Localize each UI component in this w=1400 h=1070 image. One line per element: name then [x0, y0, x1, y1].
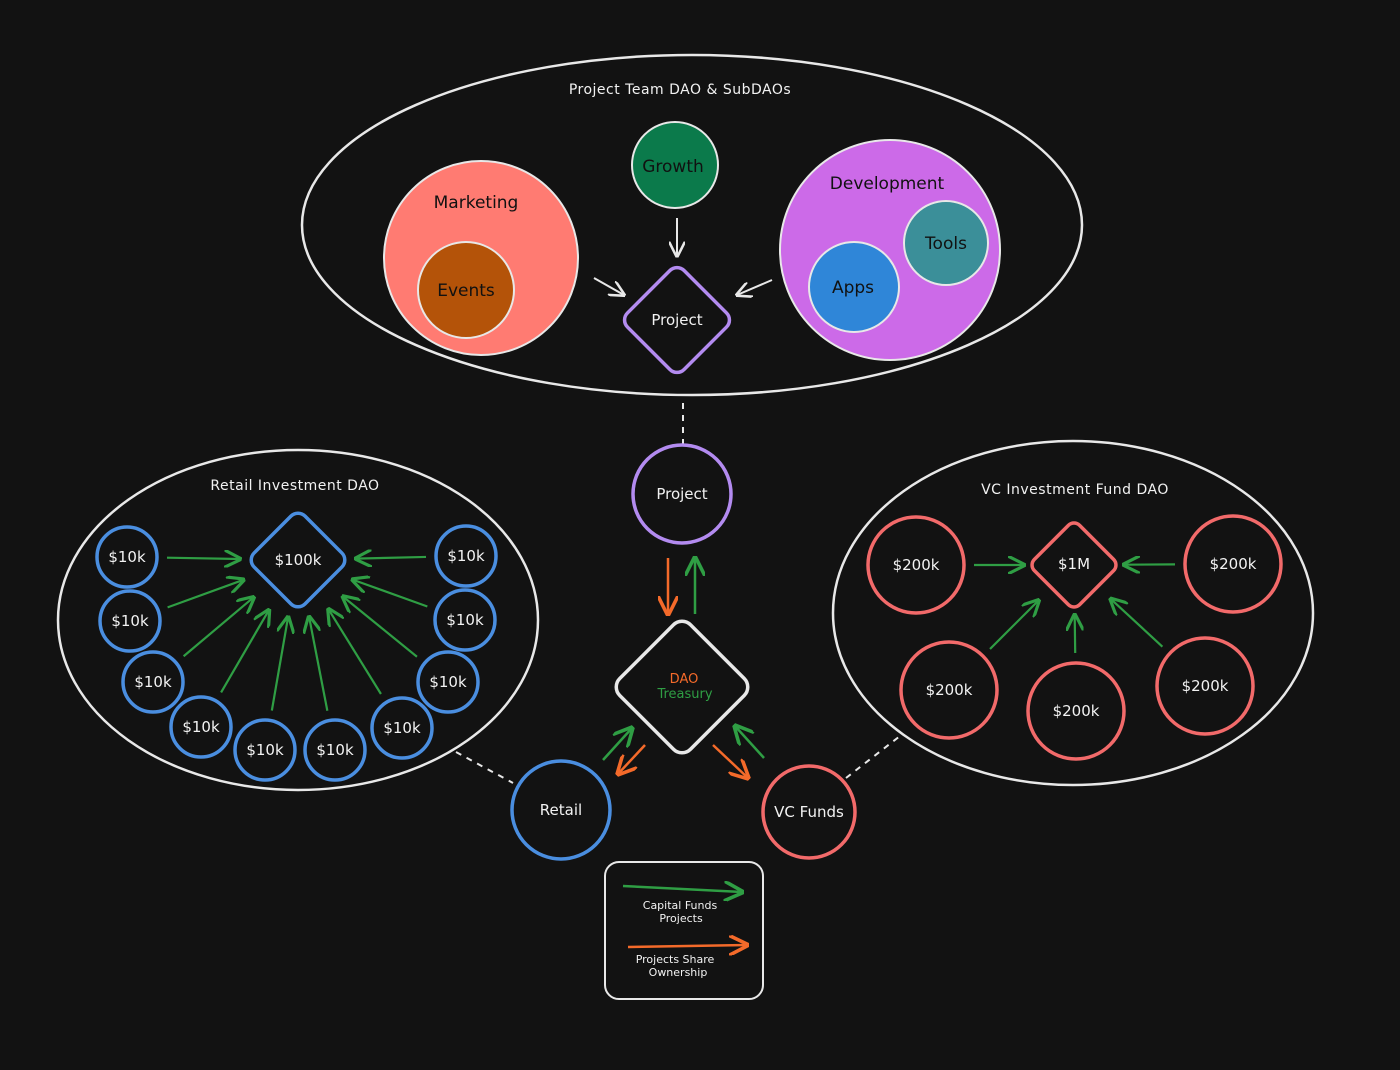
legend-box: [604, 861, 764, 1000]
growth-subdao[interactable]: [631, 121, 719, 209]
vc-investment-fund-dao-group: VC Investment Fund DAO $1M $200k$200k$20…: [831, 439, 1315, 787]
retail-group-dashed-link: [455, 751, 514, 784]
vc-pool-label: $1M: [1058, 555, 1090, 573]
marketing-label: Marketing: [434, 193, 519, 213]
vc-capital-arrow: [1111, 599, 1164, 648]
retail-members: $10k $10k $10k $10k $10k $10k $10k $10k $10k $10k: [95, 524, 498, 782]
dao-treasury-diamond[interactable]: [611, 616, 752, 757]
retail-member-2[interactable]: [98, 589, 162, 653]
retail-member-5[interactable]: [233, 718, 297, 782]
retail-member-label: $10k: [182, 718, 220, 736]
retail-investment-dao-group: Retail Investment DAO $100k $10k$10k$10k…: [56, 448, 540, 792]
treasury-to-retail-share-arrow: [618, 744, 646, 774]
vc-member-label: $200k: [1182, 677, 1229, 695]
vc-member-label: $200k: [1053, 702, 1100, 720]
retail-boundary: [56, 448, 540, 792]
retail-member-label: $10k: [108, 548, 146, 566]
project-node[interactable]: [631, 443, 733, 545]
legend-share-line2: Ownership: [649, 966, 708, 979]
legend-share-line1: Projects Share: [636, 953, 715, 966]
events-subdao[interactable]: [417, 241, 515, 339]
retail-member-4[interactable]: [169, 695, 233, 759]
treasury-label-dao: DAO: [670, 672, 699, 687]
retail-capital-arrow: [343, 597, 418, 658]
development-label: Development: [830, 174, 945, 194]
retail-member-label: $10k: [429, 673, 467, 691]
retail-member-label: $10k: [383, 719, 421, 737]
legend-capital-line2: Projects: [659, 912, 703, 925]
retail-group-title: Retail Investment DAO: [210, 478, 379, 494]
retail-capital-arrow: [166, 558, 240, 559]
retail-capital-arrow: [220, 610, 269, 693]
vc-boundary: [831, 439, 1315, 787]
treasury-label-treasury: Treasury: [656, 687, 712, 702]
vc-member-2[interactable]: [1183, 514, 1283, 614]
project-team-boundary: [300, 53, 1084, 397]
apps-label: Apps: [832, 278, 874, 298]
central-flow: Project DAO Treasury Retail VC Funds: [510, 443, 857, 861]
retail-capital-arrow: [329, 609, 382, 695]
legend-share-arrow: [627, 945, 747, 947]
vc-funds-node-label: VC Funds: [774, 803, 844, 821]
treasury-to-vc-share-arrow: [712, 744, 748, 778]
vc-to-treasury-capital-arrow: [735, 726, 765, 759]
retail-to-treasury-capital-arrow: [602, 728, 632, 761]
vc-funds-node[interactable]: [761, 764, 857, 860]
project-team-dao-group: Project Team DAO & SubDAOs Marketing Eve…: [300, 53, 1084, 397]
retail-member-label: $10k: [446, 611, 484, 629]
retail-member-6[interactable]: [303, 718, 367, 782]
retail-member-label: $10k: [316, 741, 354, 759]
development-to-project-arrow: [737, 279, 773, 295]
retail-capital-arrow: [309, 617, 329, 711]
vc-member-label: $200k: [893, 556, 940, 574]
apps-subdao[interactable]: [808, 241, 900, 333]
project-team-title: Project Team DAO & SubDAOs: [569, 82, 791, 98]
marketing-to-project-arrow: [593, 277, 624, 295]
legend: Capital Funds Projects Projects Share Ow…: [604, 861, 764, 1000]
vc-capital-arrow: [989, 600, 1039, 650]
vc-members: $200k $200k $200k $200k $200k: [866, 514, 1283, 761]
events-label: Events: [437, 281, 495, 301]
vc-group-title: VC Investment Fund DAO: [981, 482, 1169, 498]
retail-member-label: $10k: [447, 547, 485, 565]
retail-capital-arrow: [356, 557, 427, 559]
retail-member-9[interactable]: [433, 588, 497, 652]
project-node-label: Project: [656, 485, 707, 503]
retail-capital-arrow: [182, 597, 254, 658]
tools-subdao[interactable]: [903, 200, 989, 286]
vc-group-dashed-link: [845, 735, 901, 779]
vc-member-3[interactable]: [899, 640, 999, 740]
retail-member-8[interactable]: [416, 650, 480, 714]
retail-capital-arrow: [167, 580, 244, 609]
retail-member-7[interactable]: [370, 696, 434, 760]
project-team-diamond-label: Project: [651, 311, 702, 329]
vc-member-label: $200k: [1210, 555, 1257, 573]
legend-capital-arrow: [622, 886, 742, 892]
vc-member-1[interactable]: [866, 515, 966, 615]
retail-node-label: Retail: [540, 801, 582, 819]
vc-member-4[interactable]: [1026, 661, 1126, 761]
retail-pool-label: $100k: [275, 551, 322, 569]
retail-node[interactable]: [510, 759, 612, 861]
vc-pool-diamond[interactable]: [1029, 520, 1120, 611]
project-team-diamond[interactable]: [620, 263, 733, 376]
retail-member-label: $10k: [111, 612, 149, 630]
retail-member-3[interactable]: [121, 650, 185, 714]
growth-label: Growth: [642, 157, 704, 177]
vc-member-5[interactable]: [1155, 636, 1255, 736]
retail-pool-diamond[interactable]: [247, 509, 349, 611]
retail-member-label: $10k: [134, 673, 172, 691]
retail-member-10[interactable]: [434, 524, 498, 588]
tools-label: Tools: [924, 234, 967, 254]
retail-member-1[interactable]: [95, 525, 159, 589]
retail-capital-arrow: [270, 617, 288, 711]
legend-capital-line1: Capital Funds: [643, 899, 718, 912]
retail-capital-arrow: [353, 580, 428, 608]
retail-member-label: $10k: [246, 741, 284, 759]
vc-capital-arrow: [1075, 615, 1076, 654]
vc-member-label: $200k: [926, 681, 973, 699]
